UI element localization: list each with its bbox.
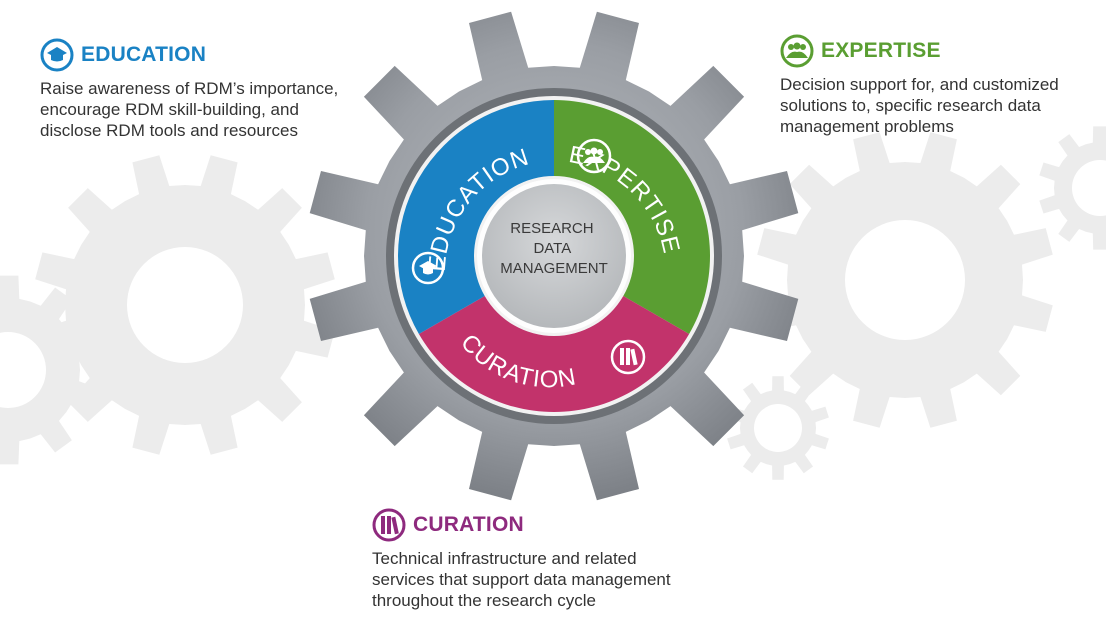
education-heading: EDUCATION — [81, 43, 207, 66]
segment-curation — [418, 296, 690, 412]
books-icon — [372, 508, 406, 542]
segment-people-group-icon — [576, 138, 612, 174]
curation-block: CURATION Technical infrastructure and re… — [372, 508, 671, 611]
background-gear-left — [35, 155, 335, 455]
education-block: EDUCATION Raise awareness of RDM’s impor… — [40, 38, 338, 141]
curation-description: Technical infrastructure and related ser… — [372, 549, 671, 610]
education-heading-row: EDUCATION — [40, 38, 338, 72]
center-line-3: MANAGEMENT — [500, 260, 608, 277]
center-line-2: DATA — [533, 240, 571, 257]
curation-heading: CURATION — [413, 513, 524, 536]
gear-segments — [398, 100, 710, 412]
background-gears — [0, 126, 1106, 480]
center-line-1: RESEARCH — [510, 220, 593, 237]
people-group-icon — [780, 34, 814, 68]
center-label: RESEARCH DATA MANAGEMENT — [500, 220, 608, 277]
graduation-cap-icon — [40, 38, 74, 72]
background-gear-far-left — [0, 275, 101, 465]
segment-graduation-cap-icon — [411, 251, 445, 285]
background-gear-right — [757, 132, 1053, 428]
segment-books-icon — [610, 339, 646, 375]
expertise-heading-row: EXPERTISE — [780, 34, 1059, 68]
expertise-block: EXPERTISE Decision support for, and cust… — [780, 34, 1059, 137]
expertise-description: Decision support for, and customized sol… — [780, 75, 1059, 136]
segment-education — [398, 100, 554, 334]
expertise-heading: EXPERTISE — [821, 39, 941, 62]
background-gear-edge-right — [1039, 126, 1106, 250]
curation-heading-row: CURATION — [372, 508, 671, 542]
center-circle — [482, 184, 626, 328]
background-gear-small-right — [727, 376, 829, 480]
education-description: Raise awareness of RDM’s importance, enc… — [40, 79, 339, 140]
